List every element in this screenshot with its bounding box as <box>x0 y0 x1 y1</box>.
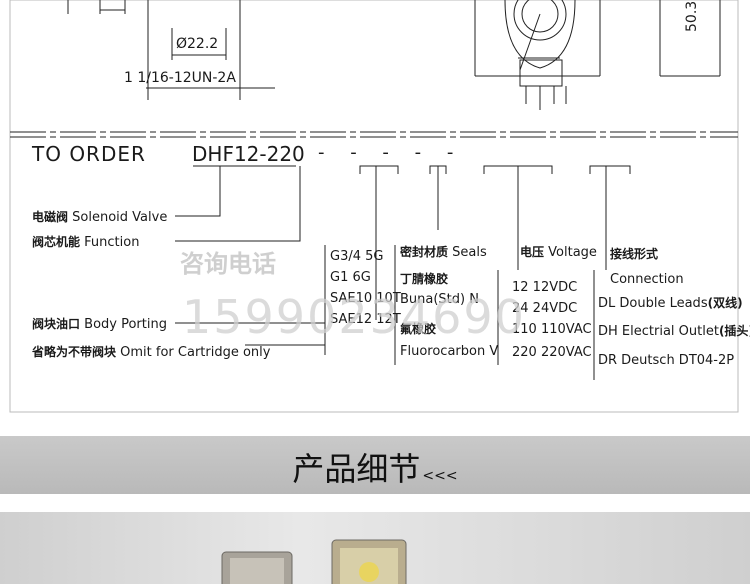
model-code: DHF12-220 <box>192 142 305 166</box>
seal-option-cn: 丁腈橡胶 <box>400 272 449 286</box>
watermark-phone: 15990234690 <box>182 290 526 344</box>
connection-option: DR Deutsch DT04-2P <box>598 353 735 368</box>
connection-title: Connection <box>610 272 684 287</box>
product-photo <box>0 512 750 584</box>
porting-option: SAE10 10T <box>330 291 401 306</box>
solenoid-valve-label: 电磁阀 Solenoid Valve <box>32 210 168 225</box>
porting-option: G3/4 5G <box>330 249 384 264</box>
voltage-option: 220 220VAC <box>512 345 592 360</box>
voltage-option: 12 12VDC <box>512 280 578 295</box>
banner-title: 产品细节<<< <box>0 444 750 490</box>
product-photo-shapes <box>221 539 407 584</box>
voltage-option: 24 24VDC <box>512 301 578 316</box>
thread-spec-label: 1 1/16-12UN-2A <box>124 70 236 86</box>
porting-option: SAE12 12T <box>330 312 401 327</box>
omit-cartridge-label: 省略为不带阀块 Omit for Cartridge only <box>32 345 271 360</box>
body-porting-label: 阀块油口 Body Porting <box>32 317 167 332</box>
banner-title-text: 产品细节 <box>292 450 421 488</box>
voltage-title: 电压 Voltage <box>520 245 597 260</box>
function-label: 阀芯机能 Function <box>32 235 140 250</box>
watermark-consult-text: 咨询电话 <box>180 250 276 278</box>
seals-title: 密封材质 Seals <box>400 245 487 260</box>
connection-option: DL Double Leads(双线) <box>598 296 743 311</box>
seal-option: Buna(Std) N <box>400 292 479 307</box>
seal-option: Fluorocarbon V <box>400 344 499 359</box>
height-dimension-label: 50.3 <box>684 0 700 32</box>
connection-title-cn: 接线形式 <box>610 247 659 261</box>
code-separators: - - - - - <box>318 142 454 163</box>
porting-option: G1 6G <box>330 270 371 285</box>
voltage-option: 110 110VAC <box>512 322 592 337</box>
diameter-label: Ø22.2 <box>176 36 219 52</box>
banner-arrows: <<< <box>422 468 458 484</box>
seal-option-cn: 氟橡胶 <box>400 322 437 336</box>
connection-option: DH Electrial Outlet(插头) <box>598 324 750 339</box>
section-banner: 产品细节<<< <box>0 436 750 494</box>
drawing-linework <box>9 0 739 413</box>
to-order-heading: TO ORDER <box>32 142 146 166</box>
